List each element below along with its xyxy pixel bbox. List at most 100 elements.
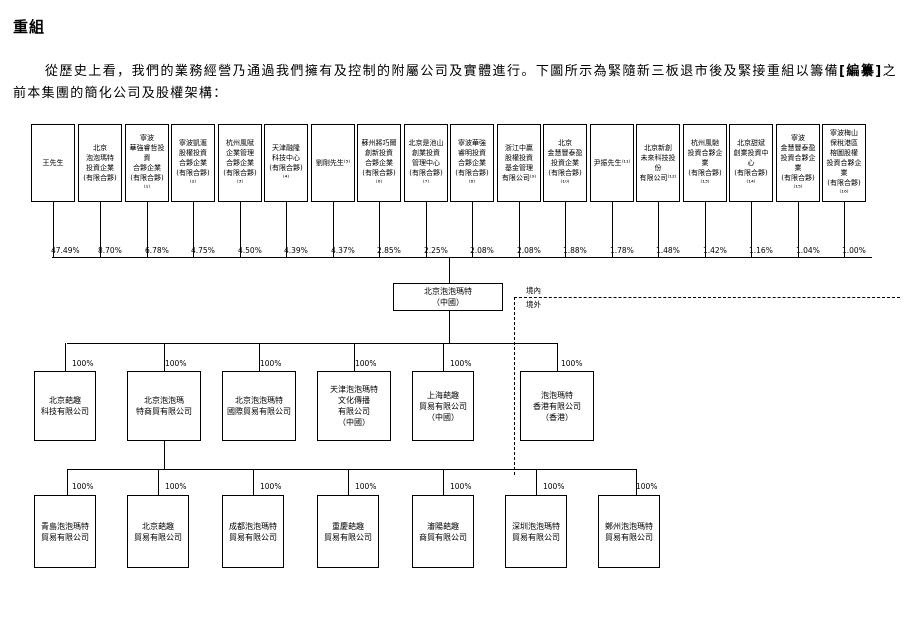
shareholder-box: 北京 金慧豐泰盈 投資企業 (有限合夥)⁽¹⁰⁾ xyxy=(543,124,587,202)
second-tier-name: 青島泡泡瑪特 貿易有限公司 xyxy=(41,521,89,542)
second-tier-connector xyxy=(443,469,444,495)
subsidiary-percentage: 100% xyxy=(561,359,583,368)
shareholder-box: 北京 泡泡瑪特 投資企業 (有限合夥) xyxy=(78,124,122,202)
subsidiary-connector xyxy=(259,343,260,371)
second-tier-connector xyxy=(253,469,254,495)
shareholder-percentage: 2.08% xyxy=(470,246,494,255)
shareholder-name: 寧波華強 睿明投資 合夥企業 (有限合夥)⁽⁸⁾ xyxy=(455,139,489,187)
shareholder-box: 寧波凱滙 股權投資 合夥企業 (有限合夥)⁽²⁾ xyxy=(171,124,215,202)
shareholder-connector xyxy=(751,202,752,257)
subsidiary-connector xyxy=(164,343,165,371)
shareholder-connector xyxy=(53,202,54,257)
subsidiary-connector xyxy=(354,343,355,371)
shareholder-box: 寧波梅山 保稅港區 榕圖股權 投資合夥企業 (有限合夥)⁽¹⁶⁾ xyxy=(822,124,866,202)
subsidiary-box: 北京泡泡瑪 特商貿有限公司 xyxy=(127,371,201,441)
subsidiary-connector xyxy=(443,343,444,371)
second-tier-connector xyxy=(536,469,537,495)
subsidiary-box: 上海葩趣 貿易有限公司 （中國） xyxy=(412,371,474,441)
shareholder-box: 北京是池山 創業投資 管理中心 (有限合夥)⁽⁷⁾ xyxy=(404,124,448,202)
shareholder-connector xyxy=(565,202,566,257)
shareholder-box: 王先生 xyxy=(31,124,75,202)
shareholder-box: 寧波華強 睿明投資 合夥企業 (有限合夥)⁽⁸⁾ xyxy=(450,124,494,202)
shareholder-percentage: 1.48% xyxy=(656,246,680,255)
shareholder-box: 浙江中贏 股權投資 基金管理 有限公司⁽⁹⁾ xyxy=(497,124,541,202)
shareholder-connector xyxy=(612,202,613,257)
subsidiary-percentage: 100% xyxy=(260,359,282,368)
bus-to-company-line xyxy=(449,257,450,283)
shareholder-name: 北京甜斌 創業投資中心 (有限合夥)⁽¹⁴⁾ xyxy=(733,139,769,187)
subsidiary-name: 天津泡泡瑪特 文化傳播 有限公司 （中國） xyxy=(330,385,378,427)
shareholder-box: 蘇州將巧爾 創新投資 合夥企業 (有限合夥)⁽⁶⁾ xyxy=(357,124,401,202)
subsidiary-box: 北京葩趣 科技有限公司 xyxy=(34,371,96,441)
second-tier-name: 成都泡泡瑪特 貿易有限公司 xyxy=(229,521,277,542)
shareholder-percentage: 4.75% xyxy=(191,246,215,255)
shareholder-bus-line xyxy=(52,257,872,258)
redacted-marker: [編纂] xyxy=(839,64,883,79)
intro-paragraph: 從歷史上看，我們的業務經營乃通過我們擁有及控制的附屬公司及實體進行。下圖所示為緊… xyxy=(13,61,897,105)
shareholder-connector xyxy=(333,202,334,257)
second-tier-name: 重慶葩趣 貿易有限公司 xyxy=(324,521,372,542)
shareholder-name: 寧波 金慧豐泰盈 投資合夥企業 (有限合夥)⁽¹⁵⁾ xyxy=(780,134,816,192)
subsidiary-connector xyxy=(65,343,66,371)
shareholder-box: 劉剛先生⁽⁵⁾ xyxy=(311,124,355,202)
second-tier-percentage: 100% xyxy=(165,482,187,491)
shareholder-percentage: 47.49% xyxy=(51,246,80,255)
shareholder-connector xyxy=(519,202,520,257)
shareholder-box: 杭州風馳 投資合夥企業 (有限合夥)⁽¹³⁾ xyxy=(683,124,727,202)
shareholder-name: 劉剛先生⁽⁵⁾ xyxy=(315,159,351,167)
shareholder-percentage: 4.37% xyxy=(331,246,355,255)
offshore-label: 境外 xyxy=(526,300,541,309)
shareholder-name: 北京 泡泡瑪特 投資企業 (有限合夥) xyxy=(83,144,117,182)
shareholder-box: 寧波 金慧豐泰盈 投資合夥企業 (有限合夥)⁽¹⁵⁾ xyxy=(776,124,820,202)
second-tier-box: 鄭州泡泡瑪特 貿易有限公司 xyxy=(598,495,660,568)
shareholder-box: 尹振先生⁽¹¹⁾ xyxy=(590,124,634,202)
second-tier-percentage: 100% xyxy=(260,482,282,491)
second-tier-name: 深圳泡泡瑪特 貿易有限公司 xyxy=(512,521,560,542)
second-tier-box: 成都泡泡瑪特 貿易有限公司 xyxy=(222,495,284,568)
second-tier-percentage: 100% xyxy=(72,482,94,491)
boundary-line xyxy=(514,297,900,298)
second-tier-box: 深圳泡泡瑪特 貿易有限公司 xyxy=(505,495,567,568)
subsidiary-box: 北京泡泡瑪特 國際貿易有限公司 xyxy=(222,371,296,441)
second-tier-name: 北京葩趣 貿易有限公司 xyxy=(134,521,182,542)
shareholder-name: 王先生 xyxy=(42,159,64,167)
shareholder-connector xyxy=(147,202,148,257)
shareholder-percentage: 2.85% xyxy=(377,246,401,255)
subsidiary-name: 北京葩趣 科技有限公司 xyxy=(41,396,89,416)
second-tier-box: 重慶葩趣 貿易有限公司 xyxy=(317,495,379,568)
shareholder-name: 寧波 華強睿哲投資 合夥企業 (有限合夥)⁽¹⁾ xyxy=(129,134,165,192)
shareholder-connector xyxy=(472,202,473,257)
shareholder-box: 北京新創 未來科技投份 有限公司⁽¹²⁾ xyxy=(636,124,680,202)
second-tier-box: 瀋陽葩趣 商貿有限公司 xyxy=(412,495,474,568)
subsidiary-name: 北京泡泡瑪 特商貿有限公司 xyxy=(136,396,192,416)
second-tier-percentage: 100% xyxy=(355,482,377,491)
shareholder-name: 尹振先生⁽¹¹⁾ xyxy=(593,159,631,167)
section-title: 重組 xyxy=(13,18,46,36)
second-tier-connector xyxy=(67,469,68,495)
shareholder-percentage: 4.50% xyxy=(238,246,262,255)
shareholder-name: 天津融隆 科技中心 (有限合夥)⁽⁴⁾ xyxy=(269,144,303,182)
shareholder-connector xyxy=(379,202,380,257)
shareholder-connector xyxy=(100,202,101,257)
shareholder-connector xyxy=(844,202,845,257)
shareholder-percentage: 6.78% xyxy=(145,246,169,255)
second-tier-box: 北京葩趣 貿易有限公司 xyxy=(127,495,189,568)
intro-text-before: 從歷史上看，我們的業務經營乃通過我們擁有及控制的附屬公司及實體進行。下圖所示為緊… xyxy=(45,64,840,79)
shareholder-box: 天津融隆 科技中心 (有限合夥)⁽⁴⁾ xyxy=(264,124,308,202)
subsidiary-percentage: 100% xyxy=(72,359,94,368)
shareholder-name: 蘇州將巧爾 創新投資 合夥企業 (有限合夥)⁽⁶⁾ xyxy=(361,139,397,187)
subsidiary-connector xyxy=(557,343,558,371)
subsidiary-name: 上海葩趣 貿易有限公司 （中國） xyxy=(419,390,467,422)
second-tier-bus-line xyxy=(67,469,637,470)
onshore-label: 境內 xyxy=(526,286,541,295)
shareholder-name: 浙江中贏 股權投資 基金管理 有限公司⁽⁹⁾ xyxy=(501,144,537,182)
second-tier-name: 瀋陽葩趣 商貿有限公司 xyxy=(419,521,467,542)
shareholder-box: 杭州風賦 企業管理 合夥企業 (有限合夥)⁽³⁾ xyxy=(218,124,262,202)
second-tier-connector xyxy=(348,469,349,495)
shareholder-name: 寧波梅山 保稅港區 榕圖股權 投資合夥企業 (有限合夥)⁽¹⁶⁾ xyxy=(826,129,862,197)
second-tier-box: 青島泡泡瑪特 貿易有限公司 xyxy=(34,495,96,568)
shareholder-percentage: 1.16% xyxy=(749,246,773,255)
shareholder-connector xyxy=(658,202,659,257)
shareholder-box: 北京甜斌 創業投資中心 (有限合夥)⁽¹⁴⁾ xyxy=(729,124,773,202)
shareholder-percentage: 4.39% xyxy=(284,246,308,255)
